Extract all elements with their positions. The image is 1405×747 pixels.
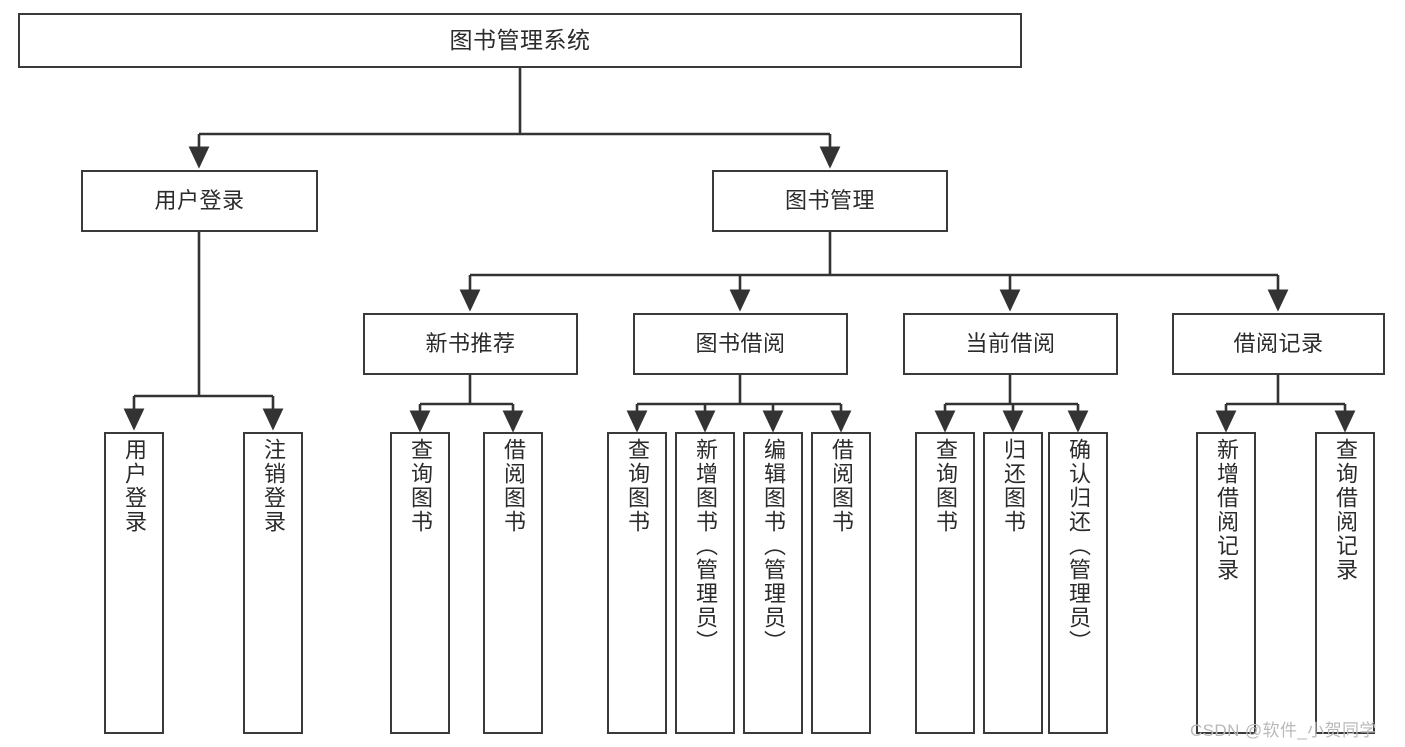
node-label: 借阅图书 bbox=[501, 438, 526, 534]
csdn-watermark: CSDN @软件_小贺同学 bbox=[1190, 721, 1377, 740]
leaf-user-login[interactable]: 用户登录 bbox=[104, 432, 164, 734]
node-label: 当前借阅 bbox=[965, 331, 1056, 357]
node-borrow-record[interactable]: 借阅记录 bbox=[1172, 313, 1385, 375]
leaf-query-book-borrow[interactable]: 查询图书 bbox=[607, 432, 667, 734]
node-label: 查询借阅记录 bbox=[1333, 438, 1358, 582]
node-label: 确认归还（管理员） bbox=[1066, 438, 1091, 654]
node-root-system[interactable]: 图书管理系统 bbox=[18, 13, 1022, 68]
node-label: 查询图书 bbox=[625, 438, 650, 534]
node-label: 用户登录 bbox=[154, 188, 245, 214]
leaf-query-borrow-record[interactable]: 查询借阅记录 bbox=[1315, 432, 1375, 734]
node-label: 新书推荐 bbox=[425, 331, 516, 357]
node-label: 新增图书（管理员） bbox=[693, 438, 718, 654]
node-label: 用户登录 bbox=[122, 438, 147, 534]
node-label: 查询图书 bbox=[408, 438, 433, 534]
leaf-return-book[interactable]: 归还图书 bbox=[983, 432, 1043, 734]
node-new-book-recommend[interactable]: 新书推荐 bbox=[363, 313, 578, 375]
leaf-query-book-current[interactable]: 查询图书 bbox=[915, 432, 975, 734]
leaf-logout-login[interactable]: 注销登录 bbox=[243, 432, 303, 734]
node-label: 新增借阅记录 bbox=[1214, 438, 1239, 582]
node-label: 查询图书 bbox=[933, 438, 958, 534]
node-label: 注销登录 bbox=[261, 438, 286, 534]
leaf-borrow-book-new-recommend[interactable]: 借阅图书 bbox=[483, 432, 543, 734]
leaf-query-book-new-recommend[interactable]: 查询图书 bbox=[390, 432, 450, 734]
leaf-add-borrow-record[interactable]: 新增借阅记录 bbox=[1196, 432, 1256, 734]
node-current-borrow[interactable]: 当前借阅 bbox=[903, 313, 1118, 375]
node-label: 归还图书 bbox=[1001, 438, 1026, 534]
leaf-borrow-book[interactable]: 借阅图书 bbox=[811, 432, 871, 734]
node-label: 图书管理系统 bbox=[449, 26, 591, 53]
node-label: 借阅记录 bbox=[1233, 331, 1324, 357]
leaf-confirm-return-admin[interactable]: 确认归还（管理员） bbox=[1048, 432, 1108, 734]
leaf-add-book-admin[interactable]: 新增图书（管理员） bbox=[675, 432, 735, 734]
node-label: 图书借阅 bbox=[695, 331, 786, 357]
node-user-login[interactable]: 用户登录 bbox=[81, 170, 318, 232]
node-label: 图书管理 bbox=[784, 188, 875, 214]
node-book-management[interactable]: 图书管理 bbox=[712, 170, 948, 232]
node-book-borrow[interactable]: 图书借阅 bbox=[633, 313, 848, 375]
node-label: 借阅图书 bbox=[829, 438, 854, 534]
node-label: 编辑图书（管理员） bbox=[761, 438, 786, 654]
leaf-edit-book-admin[interactable]: 编辑图书（管理员） bbox=[743, 432, 803, 734]
